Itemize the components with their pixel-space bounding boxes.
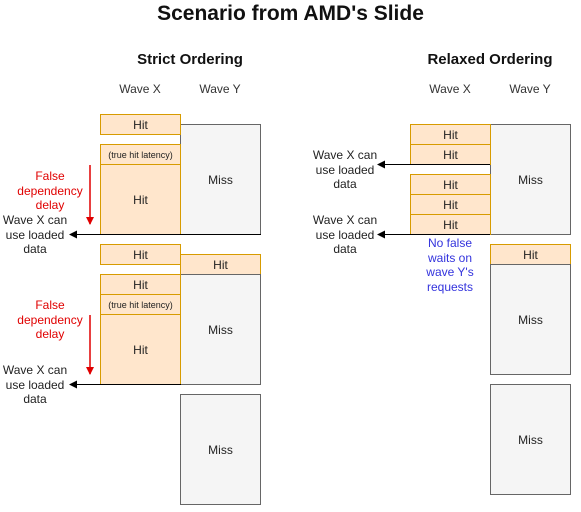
strict-wave-x-hit-delayed-2: Hit: [100, 314, 181, 385]
relaxed-wave-x-loaded-label-1: Wave X can use loaded data: [312, 148, 378, 191]
strict-wave-y-miss-2: Miss: [180, 274, 261, 385]
strict-wave-x-hit-delayed-1: Hit: [100, 164, 181, 235]
relaxed-no-false-waits-label: No false waits on wave Y's requests: [426, 236, 474, 294]
relaxed-wave-y-miss-2: Miss: [490, 264, 571, 375]
relaxed-wave-x-hit-4: Hit: [410, 194, 491, 215]
relaxed-wave-y-miss-1: Miss: [490, 124, 571, 235]
strict-wave-y-miss-1: Miss: [180, 124, 261, 235]
relaxed-wave-x-header: Wave X: [429, 82, 471, 96]
strict-wave-y-miss-3: Miss: [180, 394, 261, 505]
strict-wave-x-latency-2: (true hit latency): [100, 294, 181, 315]
strict-wave-x-hit-1: Hit: [100, 114, 181, 135]
diagram-title: Scenario from AMD's Slide: [157, 2, 424, 25]
strict-wave-x-loaded-label-2: Wave X can use loaded data: [2, 363, 68, 406]
relaxed-wave-y-miss-3: Miss: [490, 384, 571, 495]
strict-wave-x-loaded-label-1: Wave X can use loaded data: [2, 213, 68, 256]
strict-false-delay-label-1: False dependency delay: [17, 169, 83, 212]
relaxed-wave-y-header: Wave Y: [509, 82, 551, 96]
relaxed-ordering-heading: Relaxed Ordering: [427, 51, 553, 68]
strict-wave-y-header: Wave Y: [199, 82, 241, 96]
relaxed-wave-x-loaded-label-2: Wave X can use loaded data: [312, 213, 378, 256]
strict-wave-x-hit-2: Hit: [100, 244, 181, 265]
strict-ordering-heading: Strict Ordering: [137, 51, 243, 68]
strict-false-delay-label-2: False dependency delay: [17, 298, 83, 341]
strict-wave-y-hit: Hit: [180, 254, 261, 275]
strict-wave-x-header: Wave X: [119, 82, 161, 96]
